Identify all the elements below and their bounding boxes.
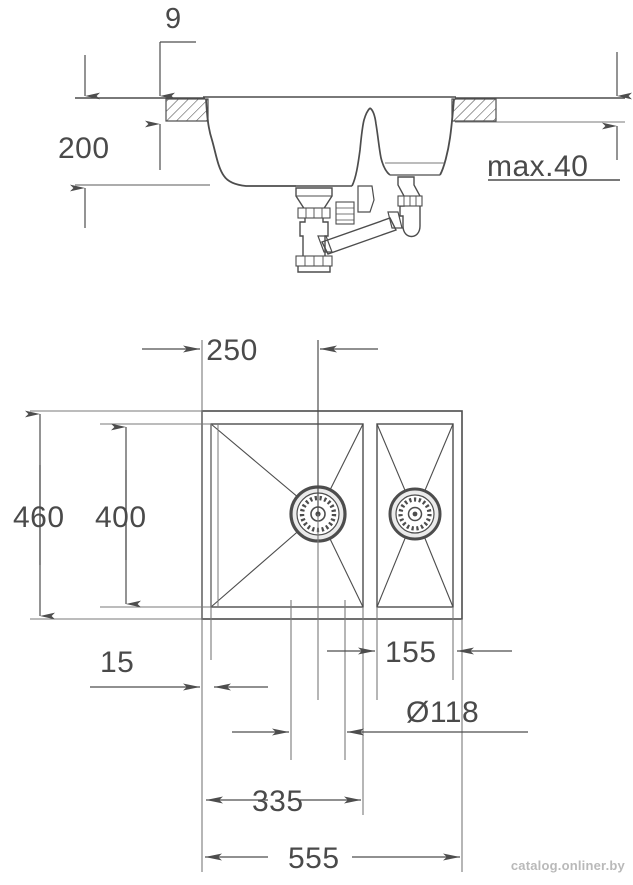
worktop-hatch-right [451, 98, 497, 122]
divider-valve-body [335, 185, 375, 225]
sink-section-outline [203, 96, 456, 187]
plan-extension-lines [30, 340, 463, 872]
dim-label-400: 400 [95, 501, 147, 534]
dim-max40-group [488, 52, 632, 181]
dim-label-335: 335 [252, 785, 304, 818]
dim-label-200: 200 [58, 132, 110, 165]
dim-label-460: 460 [13, 501, 65, 534]
small-drain-plan [388, 487, 442, 541]
section-view-group: 200 9 max.40 [58, 3, 632, 273]
dim-label-9: 9 [165, 3, 182, 35]
site-watermark: catalog.onliner.by [510, 858, 625, 873]
dim-label-250: 250 [206, 334, 258, 367]
main-drain-assembly [295, 187, 333, 273]
plan-view-group: 460 400 250 15 1 [13, 334, 528, 875]
dim-label-155: 155 [385, 636, 437, 669]
dim-label-diameter: Ø118 [406, 696, 479, 729]
drain-connector-pipe [317, 211, 403, 255]
dim-label-15: 15 [100, 646, 134, 679]
small-drain-assembly [397, 176, 423, 238]
dim-label-max40: max.40 [487, 150, 588, 183]
worktop-hatch-left [165, 98, 209, 122]
dim-label-555: 555 [288, 842, 340, 875]
dim-9-group [145, 41, 196, 170]
